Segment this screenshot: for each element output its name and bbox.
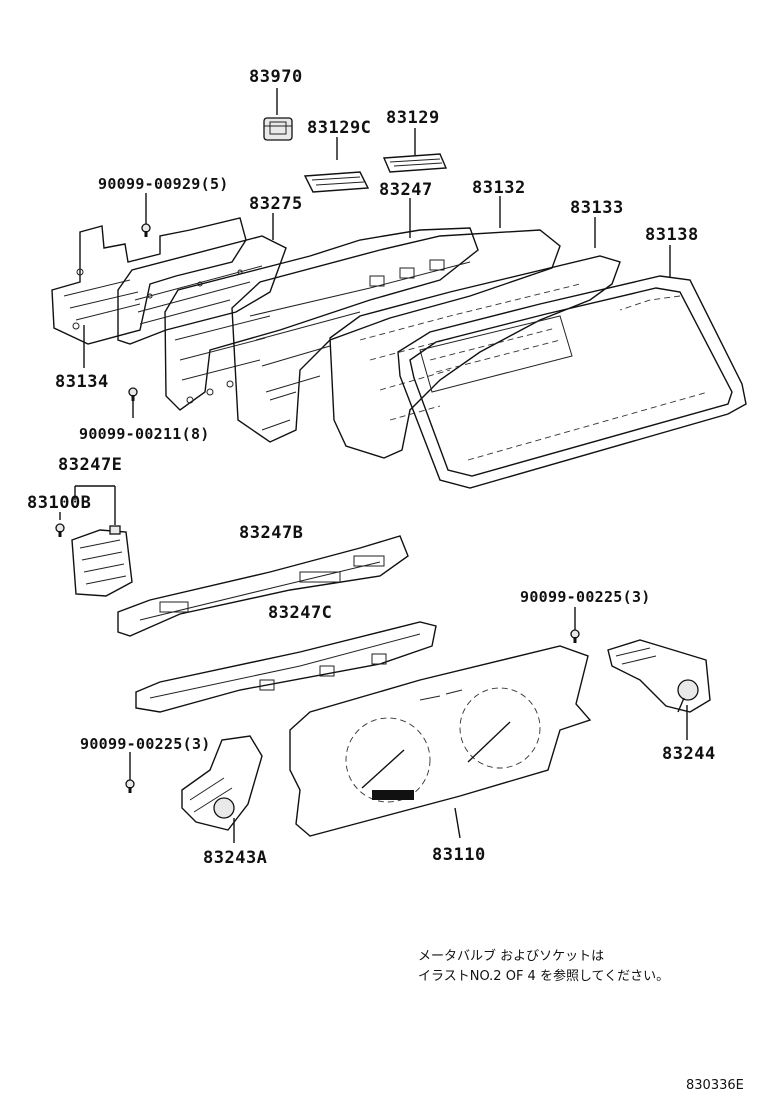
part-83129-plates <box>303 153 448 193</box>
part-83100B-module <box>71 525 133 597</box>
part-83244-socket <box>607 639 711 713</box>
label-83129C: 83129C <box>307 118 372 138</box>
label-83110: 83110 <box>432 845 486 865</box>
leader-lines <box>59 88 688 843</box>
label-83100B: 83100B <box>27 493 92 513</box>
part-83110-dial-face <box>289 645 592 837</box>
part-83275-circuit-board <box>117 235 287 345</box>
part-83247-case <box>164 227 479 411</box>
part-83970-drawing <box>263 117 293 141</box>
label-83275: 83275 <box>249 194 303 214</box>
note-line-2: イラストNO.2 OF 4 を参照してください。 <box>418 969 670 984</box>
part-83138-lens <box>397 275 747 489</box>
label-83244: 83244 <box>662 744 716 764</box>
label-83970: 83970 <box>249 67 303 87</box>
label-90099-00211: 90099-00211(8) <box>79 425 210 443</box>
label-83134: 83134 <box>55 372 109 392</box>
label-90099-00929: 90099-00929(5) <box>98 175 229 193</box>
part-83247B-bracket <box>117 535 409 637</box>
part-83132-housing <box>231 229 561 443</box>
label-83132: 83132 <box>472 178 526 198</box>
part-83243A-socket <box>181 735 263 831</box>
label-83243A: 83243A <box>203 848 268 868</box>
label-83247: 83247 <box>379 180 433 200</box>
label-83247C: 83247C <box>268 603 333 623</box>
part-83247C-bracket <box>135 621 437 713</box>
part-83133-panel <box>329 255 621 459</box>
label-83138: 83138 <box>645 225 699 245</box>
label-90099-00225-left: 90099-00225(3) <box>80 735 211 753</box>
label-83129: 83129 <box>386 108 440 128</box>
screws <box>55 223 580 793</box>
note-line-1: メータバルブ およびソケットは <box>418 949 605 964</box>
label-83133: 83133 <box>570 198 624 218</box>
label-90099-00225-right: 90099-00225(3) <box>520 588 651 606</box>
label-83247E: 83247E <box>58 455 123 475</box>
label-83247B: 83247B <box>239 523 304 543</box>
part-83134-backplate <box>51 217 247 345</box>
illustration-reference: 830336E <box>686 1078 744 1093</box>
